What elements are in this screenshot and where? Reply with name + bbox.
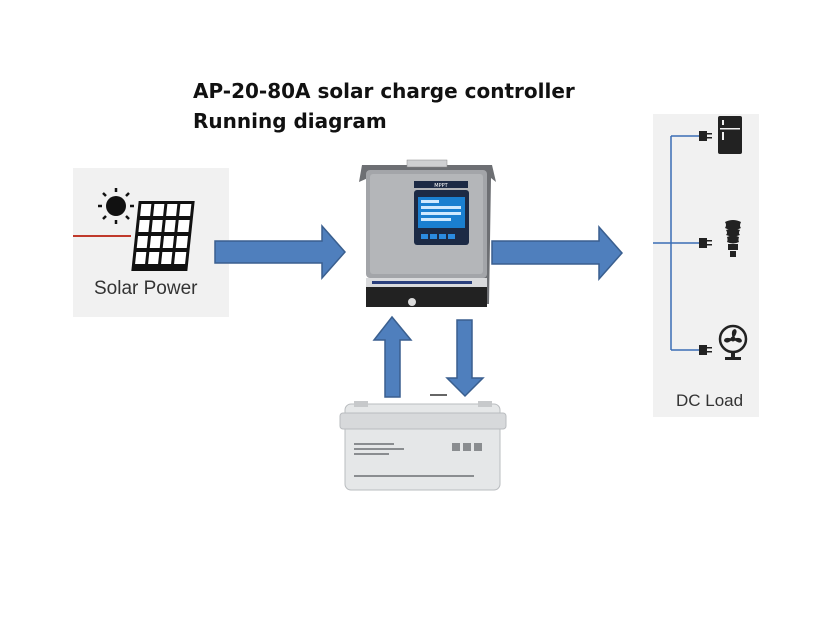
- solar-power-label: Solar Power: [94, 278, 198, 299]
- sun-icon: [98, 188, 134, 224]
- diagram-title: AP-20-80A solar charge controller Runnin…: [193, 76, 575, 136]
- dc-load-wiring: [653, 116, 748, 360]
- solar-power-box: Solar Power: [73, 168, 229, 317]
- fan-icon: [718, 324, 748, 360]
- svg-text:MPPT: MPPT: [434, 183, 448, 189]
- charge-controller: MPPT: [359, 159, 496, 307]
- title-line-2: Running diagram: [193, 109, 387, 133]
- title-line-1: AP-20-80A solar charge controller: [193, 79, 575, 103]
- arrow-controller-to-battery: [445, 319, 485, 398]
- arrow-solar-to-controller: [214, 224, 347, 280]
- lightbulb-icon: [725, 220, 741, 257]
- dc-load-label: DC Load: [676, 391, 744, 410]
- arrow-controller-to-load: [491, 225, 624, 281]
- solar-panel-icon: [73, 188, 195, 271]
- dc-load-box: DC Load: [653, 114, 759, 417]
- arrow-battery-to-controller: [372, 315, 413, 398]
- battery: [339, 401, 507, 491]
- refrigerator-icon: [718, 116, 742, 154]
